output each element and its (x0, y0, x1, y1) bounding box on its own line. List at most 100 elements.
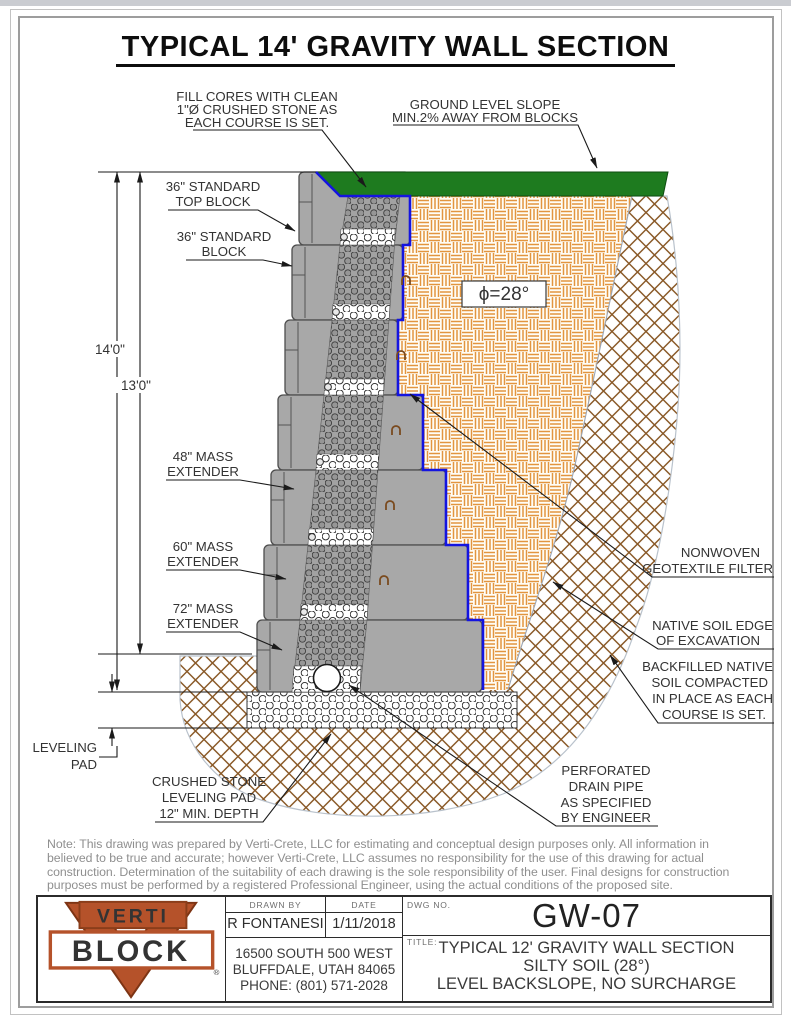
svg-text:NONWOVEN: NONWOVEN (681, 545, 760, 560)
svg-text:FILL CORES WITH CLEAN: FILL CORES WITH CLEAN (176, 89, 337, 104)
callout-drain-pipe: PERFORATED DRAIN PIPE AS SPECIFIED BY EN… (561, 763, 652, 825)
date-label: DATE (351, 900, 377, 910)
leader-lines (155, 124, 774, 827)
vertiblock-logo: VERTI BLOCK ® (38, 897, 225, 1001)
callout-nonwoven-geotextile: NONWOVEN GEOTEXTILE FILTER (642, 545, 773, 576)
dimension-labels: 14'0" 13'0" (86, 341, 162, 393)
svg-text:BLOCK: BLOCK (202, 244, 247, 259)
callout-leveling-pad: LEVELING PAD (32, 740, 97, 772)
svg-text:12" MIN. DEPTH: 12" MIN. DEPTH (159, 806, 258, 821)
svg-text:36" STANDARD: 36" STANDARD (166, 179, 261, 194)
drawn-by-header-cell: DRAWN BY (225, 897, 325, 912)
address-line: 16500 SOUTH 500 WEST (235, 946, 393, 961)
callout-mass-extender-48: 48" MASS EXTENDER (167, 449, 239, 479)
perforated-drain-pipe (312, 663, 342, 693)
callout-backfilled-soil: BACKFILLED NATIVE SOIL COMPACTED IN PLAC… (642, 659, 773, 722)
svg-text:BY ENGINEER: BY ENGINEER (561, 810, 651, 825)
svg-text:TOP BLOCK: TOP BLOCK (175, 194, 250, 209)
svg-text:1"Ø CRUSHED STONE AS: 1"Ø CRUSHED STONE AS (177, 102, 338, 117)
logo-reg-mark: ® (214, 968, 220, 977)
logo-block-banner (48, 930, 215, 970)
svg-text:MIN.2% AWAY FROM BLOCKS: MIN.2% AWAY FROM BLOCKS (392, 110, 578, 125)
value-divider (225, 937, 402, 938)
svg-text:EXTENDER: EXTENDER (167, 554, 239, 569)
callout-texts: FILL CORES WITH CLEAN 1"Ø CRUSHED STONE … (32, 89, 773, 825)
callout-fill-cores: FILL CORES WITH CLEAN 1"Ø CRUSHED STONE … (176, 89, 337, 130)
svg-text:36" STANDARD: 36" STANDARD (177, 229, 272, 244)
svg-text:PERFORATED: PERFORATED (561, 763, 650, 778)
logo-word-block: BLOCK (72, 936, 190, 968)
sheet-border-inner (18, 16, 774, 1008)
leveling-pad (246, 691, 518, 729)
svg-text:72" MASS: 72" MASS (173, 601, 234, 616)
sheet-border-outer (10, 9, 782, 1015)
svg-text:NATIVE SOIL EDGE: NATIVE SOIL EDGE (652, 618, 773, 633)
friction-angle-box: ϕ=28° (461, 280, 547, 308)
date-header-cell: DATE (325, 897, 402, 912)
ground-level-strip (314, 171, 669, 197)
callout-mass-extender-72: 72" MASS EXTENDER (167, 601, 239, 631)
callout-top-block: 36" STANDARD TOP BLOCK (166, 179, 261, 209)
band-pins (300, 233, 348, 616)
note-line: believed to be true and accurate; howeve… (47, 850, 704, 865)
dim-exposed-height: 13'0" (121, 378, 151, 393)
note-line: construction. Determination of the suita… (47, 864, 730, 879)
svg-text:COURSE IS SET.: COURSE IS SET. (662, 707, 766, 722)
address-line: PHONE: (801) 571-2028 (240, 978, 388, 993)
dwg-no-cell: DWG NO. GW-07 (402, 897, 770, 935)
drawing-title-label: TITLE: (407, 937, 438, 947)
dwg-divider (402, 935, 770, 936)
svg-text:PAD: PAD (71, 757, 97, 772)
note-line: purposes must be performed by a register… (47, 878, 673, 893)
header-divider (225, 912, 402, 913)
drawing-title-line: TYPICAL 12' GRAVITY WALL SECTION (438, 939, 735, 957)
svg-text:CRUSHED STONE: CRUSHED STONE (152, 774, 266, 789)
title-block: VERTI BLOCK ® DRAWN BY DATE R FONTANESI … (36, 895, 772, 1003)
svg-text:IN PLACE AS EACH: IN PLACE AS EACH (652, 691, 773, 706)
address-cell: 16500 SOUTH 500 WEST BLUFFDALE, UTAH 840… (225, 937, 402, 1001)
date-value: 1/11/2018 (332, 916, 396, 932)
callout-ground-level: GROUND LEVEL SLOPE MIN.2% AWAY FROM BLOC… (392, 97, 578, 125)
dwg-no-label: DWG NO. (407, 900, 451, 910)
dimension-lines (98, 171, 316, 758)
address-line: BLUFFDALE, UTAH 84065 (232, 962, 396, 977)
backfill-region (398, 195, 633, 691)
svg-text:BACKFILLED NATIVE: BACKFILLED NATIVE (642, 659, 773, 674)
drawn-by-label: DRAWN BY (249, 900, 302, 910)
drawing-title-line: LEVEL BACKSLOPE, NO SURCHARGE (436, 975, 737, 993)
svg-text:LEVELING PAD: LEVELING PAD (162, 790, 256, 805)
drawn-by-value-cell: R FONTANESI (225, 912, 325, 937)
svg-text:OF EXCAVATION: OF EXCAVATION (656, 633, 760, 648)
date-value-cell: 1/11/2018 (325, 912, 402, 937)
svg-text:60" MASS: 60" MASS (173, 539, 234, 554)
logo-word-verti: VERTI (97, 905, 169, 927)
callout-standard-block: 36" STANDARD BLOCK (177, 229, 272, 259)
block-connector-hooks (379, 275, 411, 585)
svg-text:48" MASS: 48" MASS (173, 449, 234, 464)
svg-text:EXTENDER: EXTENDER (167, 616, 239, 631)
callout-native-soil-edge: NATIVE SOIL EDGE OF EXCAVATION (652, 618, 773, 648)
dim-total-height: 14'0" (95, 342, 125, 357)
block-course-7 (256, 619, 483, 693)
svg-text:EXTENDER: EXTENDER (167, 464, 239, 479)
block-face-lines (257, 174, 313, 690)
svg-text:GROUND LEVEL SLOPE: GROUND LEVEL SLOPE (410, 97, 561, 112)
excavation-edge-line (507, 195, 633, 691)
svg-text:DRAIN PIPE: DRAIN PIPE (569, 779, 644, 794)
svg-text:AS SPECIFIED: AS SPECIFIED (561, 795, 652, 810)
callout-mass-extender-60: 60" MASS EXTENDER (167, 539, 239, 569)
logo-verti-banner (78, 900, 188, 930)
dwg-no-value: GW-07 (532, 897, 641, 934)
page-title: TYPICAL 14' GRAVITY WALL SECTION (0, 31, 791, 67)
svg-text:GEOTEXTILE FILTER: GEOTEXTILE FILTER (642, 561, 773, 576)
svg-text:EACH COURSE IS SET.: EACH COURSE IS SET. (185, 115, 329, 130)
svg-text:SOIL COMPACTED: SOIL COMPACTED (651, 675, 768, 690)
drawing-title-cell: TITLE: TYPICAL 12' GRAVITY WALL SECTION … (402, 935, 770, 1001)
note-line: Note: This drawing was prepared by Verti… (47, 837, 709, 851)
drawing-title-line: SILTY SOIL (28°) (523, 957, 650, 975)
friction-angle-value: ϕ=28° (479, 284, 529, 305)
disclaimer-note: Note: This drawing was prepared by Verti… (47, 837, 763, 893)
silty-soil-backfill (398, 196, 632, 690)
